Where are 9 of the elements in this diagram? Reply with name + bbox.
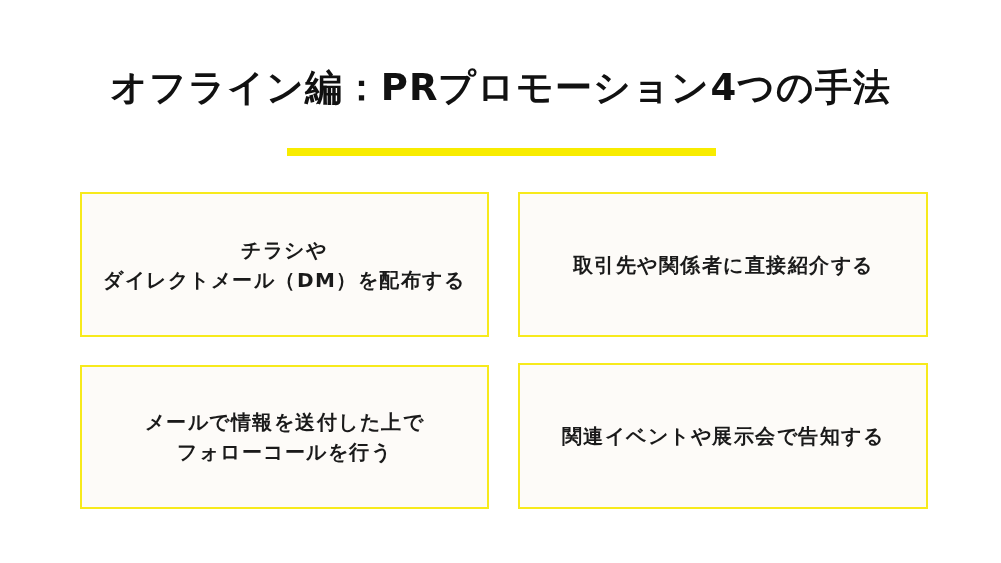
text-box [80,192,489,337]
box-text: メールで情報を送付した上でフォローコールを行う [144,409,425,466]
box-text: 関連イベントや展示会で告知する [561,423,885,450]
text-box [518,363,928,509]
text-box [80,365,489,509]
title: オフライン編：PRプロモーション4つの手法 [108,65,893,111]
box-text: 取引先や関係者に直接紹介する [572,251,874,279]
box-text: チラシやダイレクトメール（DM）を配布する [103,236,466,294]
text-box [518,192,928,337]
